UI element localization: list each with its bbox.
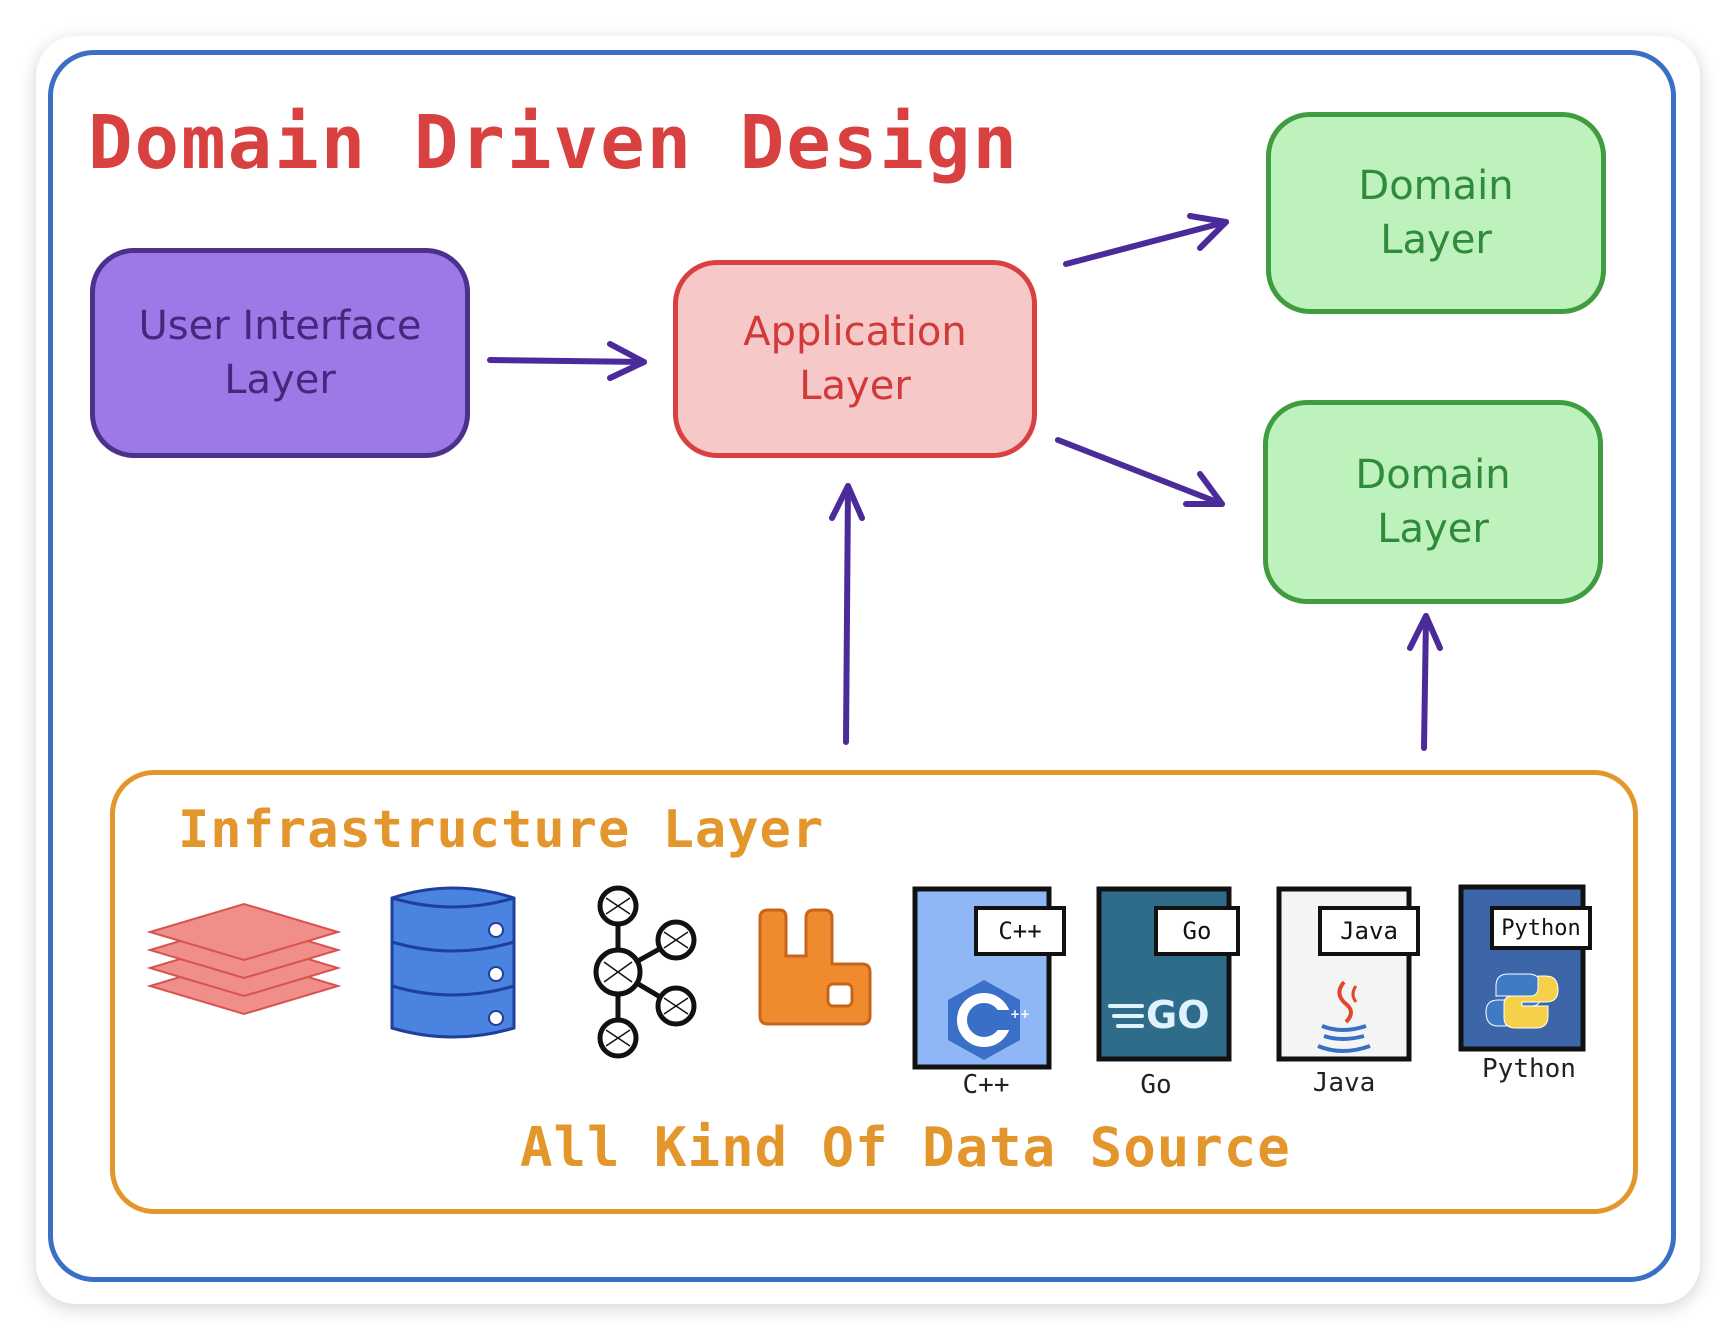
java-tag: Java bbox=[1318, 906, 1420, 956]
application-layer-label: Application Layer bbox=[743, 309, 967, 409]
go-tag: Go bbox=[1154, 906, 1240, 956]
python-tag: Python bbox=[1490, 906, 1592, 950]
cpp-tag: C++ bbox=[974, 906, 1066, 956]
arrow-application-to-domain-bottom bbox=[1055, 437, 1225, 507]
arrow-application-to-domain-top bbox=[1063, 213, 1229, 267]
layers-stack-icon bbox=[146, 902, 342, 1016]
domain-layer-box-top: Domain Layer bbox=[1266, 112, 1606, 314]
database-icon bbox=[390, 886, 516, 1039]
user-interface-layer-box: User Interface Layer bbox=[90, 248, 470, 458]
kafka-icon bbox=[593, 885, 697, 1059]
arrow-infra-to-application bbox=[829, 483, 865, 745]
svg-text:GO: GO bbox=[1146, 993, 1210, 1037]
domain-layer-label-top: Domain Layer bbox=[1358, 163, 1514, 263]
go-label: Go bbox=[1140, 1070, 1172, 1100]
cpp-label: C++ bbox=[962, 1070, 1010, 1100]
python-label: Python bbox=[1482, 1054, 1576, 1084]
domain-layer-box-bottom: Domain Layer bbox=[1263, 400, 1603, 604]
application-layer-box: Application Layer bbox=[673, 260, 1037, 458]
arrow-infra-to-domain-bottom bbox=[1407, 613, 1443, 751]
infrastructure-layer-box bbox=[110, 770, 1638, 1214]
svg-text:++: ++ bbox=[1010, 1007, 1030, 1021]
rabbitmq-icon bbox=[758, 908, 872, 1026]
user-interface-layer-label: User Interface Layer bbox=[138, 303, 422, 403]
arrow-ui-to-application bbox=[487, 341, 647, 381]
java-label: Java bbox=[1312, 1068, 1376, 1098]
data-source-caption: All Kind Of Data Source bbox=[520, 1116, 1291, 1179]
diagram-title: Domain Driven Design bbox=[88, 100, 1020, 186]
diagram-frame bbox=[48, 50, 1676, 1282]
domain-layer-label-bottom: Domain Layer bbox=[1355, 452, 1511, 552]
infrastructure-layer-title: Infrastructure Layer bbox=[178, 800, 825, 860]
